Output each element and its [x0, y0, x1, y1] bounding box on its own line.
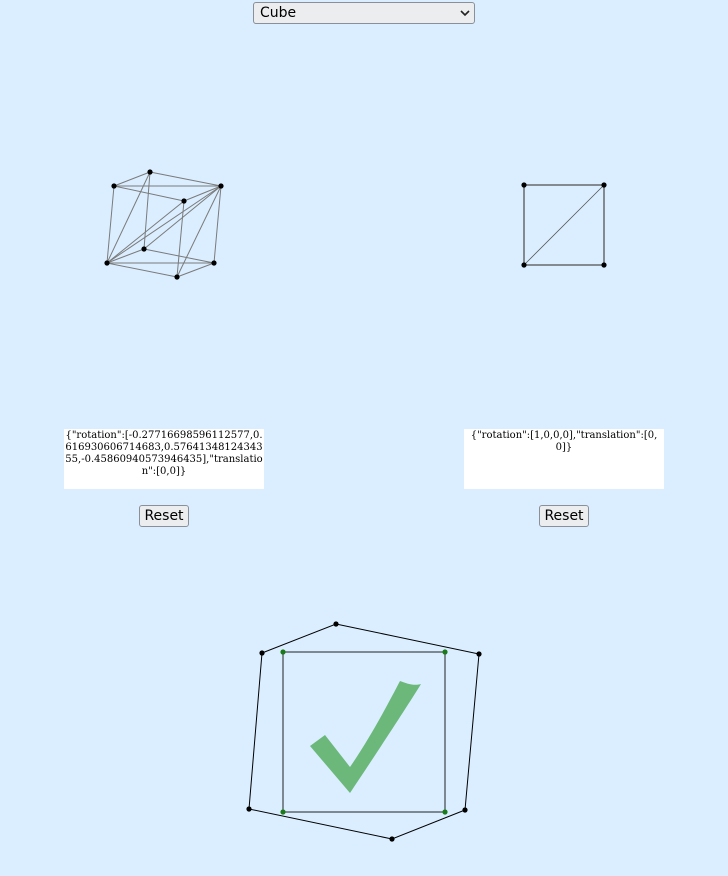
shape-select[interactable]: Cube [253, 2, 475, 24]
cube-3d-view[interactable] [106, 171, 222, 278]
result-square-vertices [280, 649, 448, 815]
chevron-down-icon [456, 3, 474, 23]
left-reset-button[interactable]: Reset [139, 505, 189, 527]
cube-3d-vertices [104, 169, 224, 280]
result-square [282, 651, 446, 813]
right-state-text: {"rotation":[1,0,0,0],"translation":[0,0… [464, 429, 664, 489]
cube-2d-vertices [521, 182, 607, 268]
result-hexagon-vertices [246, 621, 482, 842]
right-reset-button[interactable]: Reset [539, 505, 589, 527]
cube-2d-view[interactable] [523, 184, 605, 266]
shape-select-value: Cube [260, 5, 297, 21]
checkmark-icon [310, 681, 421, 793]
left-state-text: {"rotation":[-0.27716698596112577,0.6169… [64, 429, 264, 489]
